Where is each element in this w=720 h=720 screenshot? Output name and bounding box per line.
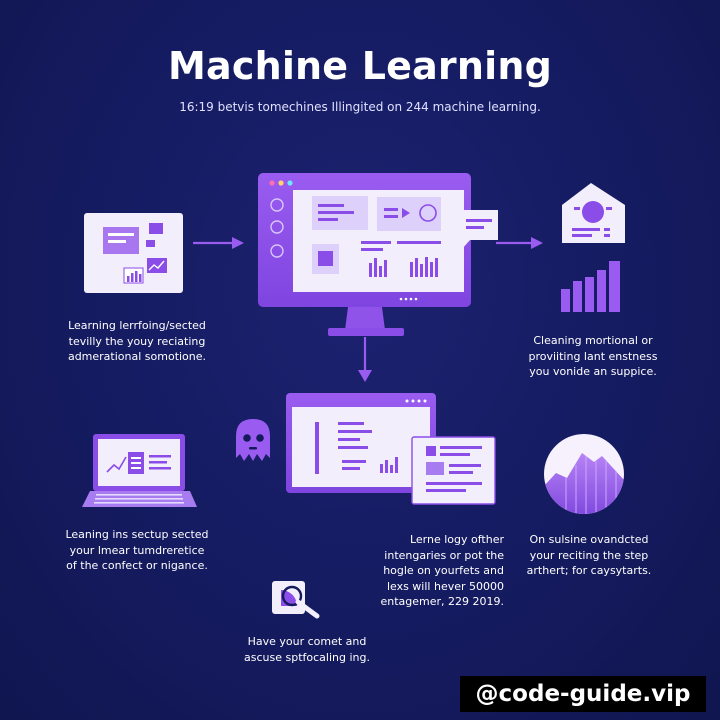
tag-card-icon — [562, 183, 625, 243]
page-title: Machine Learning — [167, 44, 553, 88]
mountain-circle-icon — [544, 434, 624, 514]
laptop-icon — [82, 434, 197, 507]
flow-arrow-right — [193, 237, 244, 249]
browser-window-icon — [286, 393, 436, 493]
monitor-icon — [258, 173, 471, 336]
document-page-icon — [411, 436, 496, 505]
bar-chart-icon — [561, 261, 620, 312]
flow-arrow-down — [358, 337, 372, 382]
search-magnifier-icon — [272, 581, 320, 619]
flow-arrow-right — [496, 237, 543, 249]
chat-bubble-icon — [458, 210, 498, 249]
page-subtitle: 16:19 betvis tomechines Illingited on 24… — [179, 100, 541, 114]
document-card-icon — [84, 213, 183, 293]
watermark-badge: @code-guide.vip — [460, 676, 706, 712]
ghost-icon — [236, 419, 270, 461]
